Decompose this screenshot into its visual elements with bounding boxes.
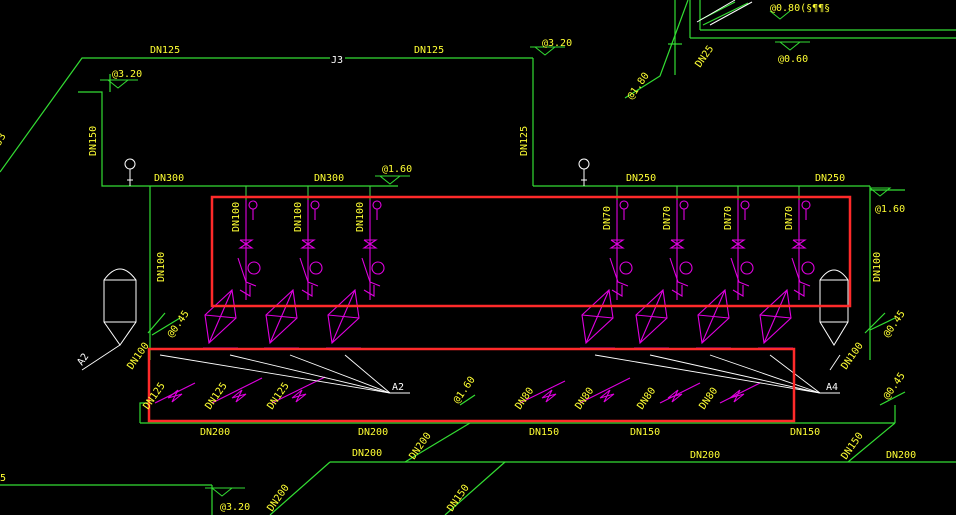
label-dn125-vertical: DN125 [519,126,530,156]
label-el160-a: @1.60 [382,164,412,175]
label-dn70-branch-4: DN70 [602,206,613,230]
label-a4: A4 [826,382,838,393]
label-dn100-right-riser: DN100 [872,252,883,282]
label-a2-mid: A2 [392,382,404,393]
pump-branch-3 [361,186,385,300]
pump-bodies [203,288,793,349]
label-dn200-b: DN200 [358,427,388,438]
pump-branch-7 [791,186,815,300]
label-el320-c: @3.20 [220,502,250,513]
label-dn70-branch-7: DN70 [784,206,795,230]
label-dn200-a: DN200 [200,427,230,438]
label-dn150-vertical: DN150 [88,126,99,156]
highlight-pump-group [210,195,852,308]
label-el060: @0.60 [778,54,808,65]
leader-lines [81,344,841,394]
label-dn100-branch-3: DN100 [355,202,366,232]
label-dn70-branch-5: DN70 [662,206,673,230]
label-dn250-b: DN250 [815,173,845,184]
label-el160-b: @1.60 [875,204,905,215]
label-el320-a: @3.20 [112,69,142,80]
pump-branch-6 [730,186,754,300]
pump-branch-4 [609,186,633,300]
label-five: 5 [0,473,6,484]
pump-branch-5 [669,186,693,300]
label-dn250-a: DN250 [626,173,656,184]
pump-branches [237,186,815,300]
label-dn300-a: DN300 [154,173,184,184]
label-dn70-branch-6: DN70 [723,206,734,230]
label-dn200-d: DN200 [352,448,382,459]
bottom-mains [0,312,956,515]
label-j3-mid: J3 [331,55,343,66]
tank-right [819,269,849,346]
label-el320-b: @3.20 [542,38,572,49]
label-dn100-branch-2: DN100 [293,202,304,232]
label-dn200-e: DN200 [690,450,720,461]
label-j3-left: J3 [0,132,9,148]
elevation-markers [100,10,892,497]
label-dn125-a: DN125 [150,45,180,56]
label-dn300-b: DN300 [314,173,344,184]
tank-left [103,268,137,346]
pump-branch-2 [299,186,323,300]
suction-valves [154,376,761,404]
label-dn150-a: DN150 [529,427,559,438]
label-dn100-left-riser: DN100 [156,252,167,282]
label-dn200-f: DN200 [886,450,916,461]
label-dn125-b: DN125 [414,45,444,56]
highlight-suction-group [147,347,796,423]
highlight-boxes [147,195,852,423]
top-right-white-lines [696,0,753,26]
pressure-gauge-icons [124,158,590,186]
label-dn150-c: DN150 [790,427,820,438]
pump-branch-1 [237,186,261,300]
top-left-pipes [0,57,905,340]
top-right-pipes [624,0,956,99]
label-el080: @0.80(§¶¶§ [770,3,830,14]
label-dn150-b: DN150 [630,427,660,438]
label-dn100-branch-1: DN100 [231,202,242,232]
